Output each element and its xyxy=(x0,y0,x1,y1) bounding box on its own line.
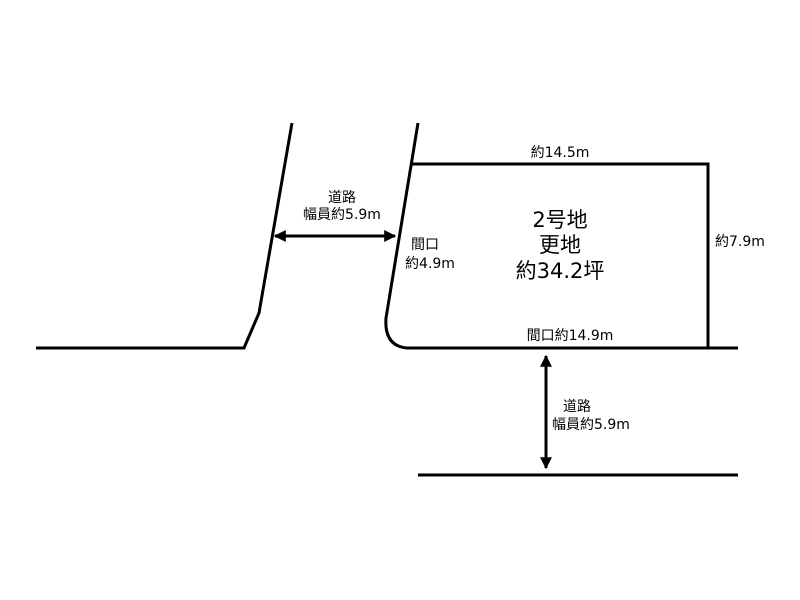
bottom-frontage: 間口約14.9m xyxy=(526,328,614,344)
left-road-west-edge xyxy=(36,122,294,350)
lot-top-edge xyxy=(411,162,710,348)
lot-area: 約34.2坪 xyxy=(515,259,605,283)
lot-type: 更地 xyxy=(539,233,581,257)
bottom-road-label: 道路 xyxy=(563,399,591,415)
left-frontage-label: 間口 xyxy=(411,237,439,253)
bottom-road-width: 幅員約5.9m xyxy=(552,417,630,433)
left-road-east-edge xyxy=(384,122,738,350)
left-road-width: 幅員約5.9m xyxy=(303,207,381,223)
left-frontage-value: 約4.9m xyxy=(405,256,455,272)
lot-name: 2号地 xyxy=(532,208,588,232)
top-dimension: 約14.5m xyxy=(530,145,590,161)
left-road-label: 道路 xyxy=(328,190,356,206)
right-dimension: 約7.9m xyxy=(715,234,765,250)
